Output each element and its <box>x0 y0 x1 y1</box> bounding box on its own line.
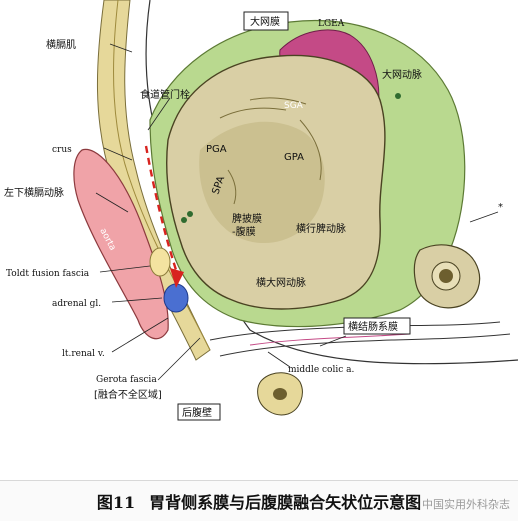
caption-text: 胃背侧系膜与后腹膜融合矢状位示意图 <box>149 493 422 512</box>
label-asterisk: * <box>498 202 503 213</box>
watermark: 中国实用外科杂志 <box>422 498 510 511</box>
transverse-mesocolon-box <box>343 317 411 335</box>
label-gerota-fascia: Gerota fascia <box>96 375 157 385</box>
label-splenorenal-line1: 脾披膜 <box>232 212 262 225</box>
label-transverse-mesocolon: 横结肠系膜 <box>348 320 398 333</box>
label-transverse-greater-omental-artery: 横大网动脉 <box>256 276 306 289</box>
label-gpa: GPA <box>284 152 304 163</box>
label-greater-omentum: 大网膜 <box>250 15 280 28</box>
figure-caption: 图11 胃背侧系膜与后腹膜融合矢状位示意图 <box>0 480 518 521</box>
aorta-shape <box>73 148 169 340</box>
label-pga: PGA <box>206 144 227 155</box>
renal-vein <box>163 283 189 313</box>
retroperitoneum-box <box>177 403 221 421</box>
fusion-arrow <box>144 145 178 271</box>
label-lgea: LGEA <box>318 19 345 29</box>
label-crus: crus <box>52 145 72 155</box>
label-splenorenal-line2: -腹膜 <box>232 225 256 238</box>
label-incomplete-fusion: [融合不全区域] <box>94 388 162 401</box>
greater-omentum-box <box>243 11 289 31</box>
label-adrenal: adrenal gl. <box>52 299 101 309</box>
label-left-inferior-phrenic-artery: 左下横膈动脉 <box>4 186 64 199</box>
label-esophageal-hiatus: 食道管门栓 <box>140 88 190 101</box>
label-splenorenal-ligament: 脾披膜-腹膜 <box>232 212 262 238</box>
label-retroperitoneum: 后腹壁 <box>182 406 212 419</box>
caption-number: 图11 <box>96 493 136 512</box>
label-middle-colic: middle colic a. <box>288 365 354 375</box>
label-greater-omental-artery: 大网动脉 <box>382 68 422 81</box>
label-sga: SGA <box>284 101 304 111</box>
label-transverse-splenic-artery: 横行脾动脉 <box>296 222 346 235</box>
leader-lines <box>95 43 499 381</box>
label-transverse-septum: 横膈肌 <box>46 38 76 51</box>
adrenal-gland <box>149 247 171 277</box>
anatomy-diagram: aorta 横膈肌 食 <box>4 0 518 421</box>
label-toldt-fascia: Toldt fusion fascia <box>6 269 90 279</box>
label-renal-vein: lt.renal v. <box>62 349 105 359</box>
